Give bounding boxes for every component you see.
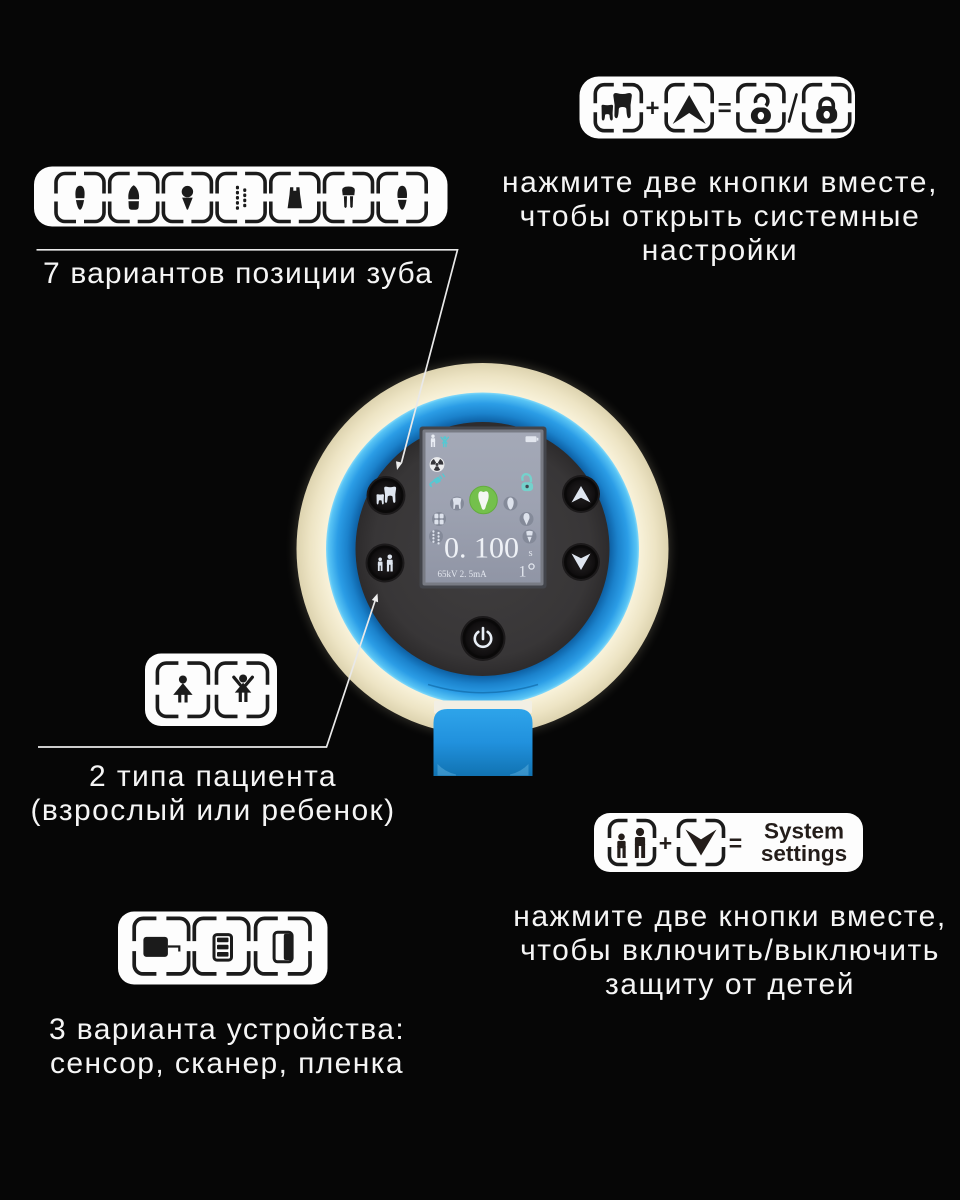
svg-text:settings: settings: [761, 841, 847, 866]
svg-text:0. 100: 0. 100: [444, 532, 519, 565]
svg-text:65kV 2. 5mA: 65kV 2. 5mA: [438, 569, 488, 579]
svg-text:System: System: [764, 819, 844, 844]
svg-text:+: +: [659, 830, 672, 856]
svg-text:=: =: [718, 95, 732, 122]
svg-text:=: =: [729, 830, 742, 856]
svg-text:+: +: [645, 95, 659, 122]
svg-text:1: 1: [519, 564, 527, 581]
svg-text:s: s: [528, 548, 532, 559]
